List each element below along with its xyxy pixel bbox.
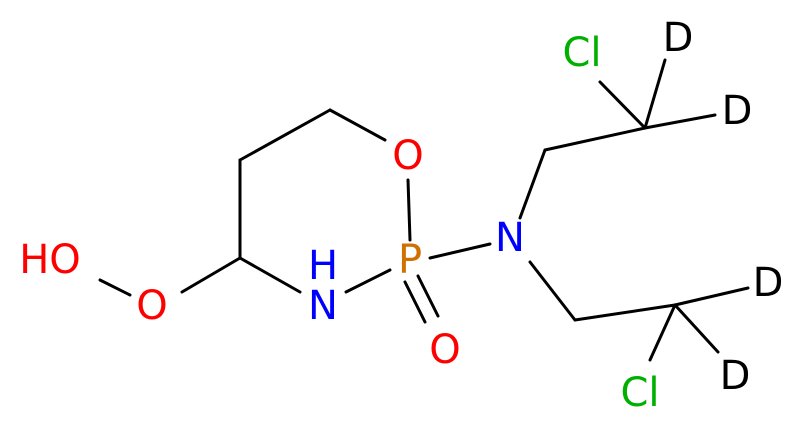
bond-n-c-down [528,260,577,322]
bond-c-cl-bottom [648,303,677,362]
bond-p-n-amine [428,242,492,260]
deuterium-2-label: D [722,88,753,134]
bond-c6-o1 [328,108,387,142]
bond-c-d4 [673,303,720,354]
deuterium-4-label: D [720,353,751,399]
bond-o1-p [406,178,412,242]
peroxy-oxygen-label: O [136,283,167,329]
bond-ho-o [98,278,132,297]
bond-c-c-down [573,303,677,322]
bond-c5-c6 [238,108,332,162]
bond-c4-n3 [238,256,302,294]
bond-n-c-up [518,148,547,220]
amine-nitrogen-label: N [495,215,525,261]
hydroxyl-label: HO [19,237,81,283]
bond-c-d1 [643,58,667,130]
bond-c-d3 [673,286,750,307]
atom-labels: HO O O N H P O N Cl Cl D D D D [19,15,783,416]
chlorine-top-label: Cl [562,30,601,76]
bonds [98,58,750,362]
ring-oxygen-label: O [392,133,423,179]
bond-p-o-double-a [403,280,427,324]
chlorine-bottom-label: Cl [620,370,659,416]
bond-o-c4 [180,256,242,294]
deuterium-3-label: D [753,260,784,306]
phosphoryl-oxygen-label: O [429,327,460,373]
ring-nh-label: N [308,283,338,329]
bond-n3-p [344,268,392,294]
phosphorus-label: P [398,237,422,283]
bond-c-c-up [543,126,647,152]
deuterium-1-label: D [663,15,694,61]
bond-c-cl-top [598,80,647,130]
bond-p-o-double-b [416,274,440,318]
bond-c-d2 [643,113,717,130]
ring-nh-hydrogen-label: H [308,243,338,289]
